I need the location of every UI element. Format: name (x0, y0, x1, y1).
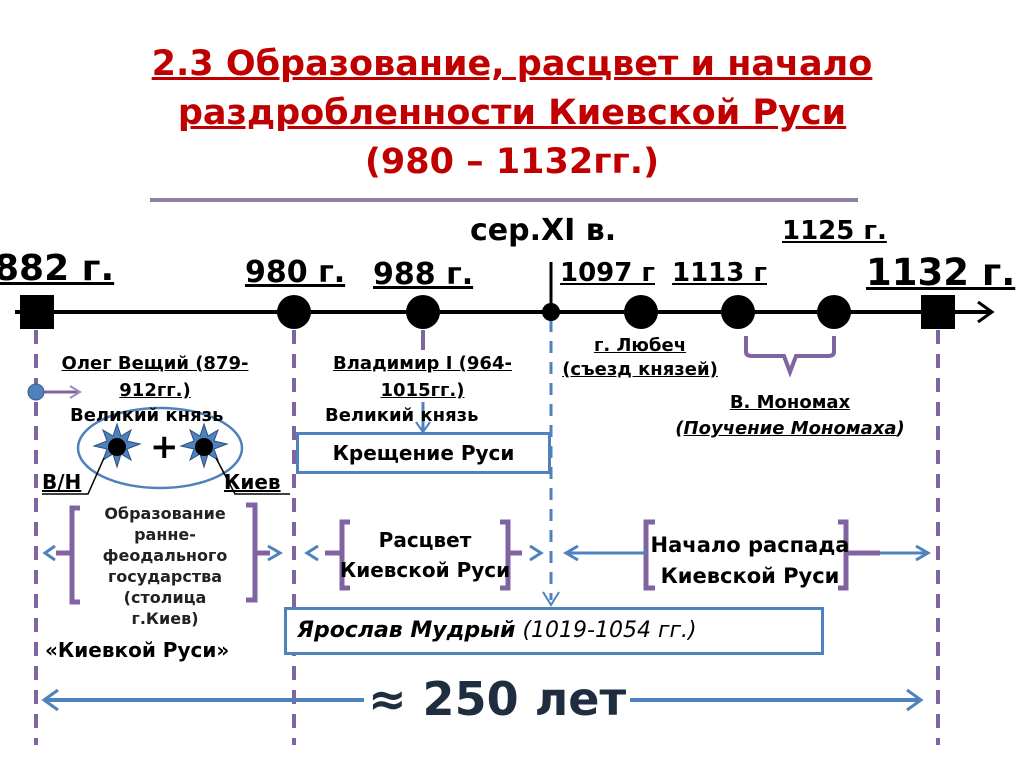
monomakh-brace (744, 336, 836, 378)
axis-arrow-icon (977, 300, 995, 324)
vladimir-name-line-2: 1015гг.) (380, 380, 465, 401)
period-1-text: Образование ранне-феодального государства (… (82, 503, 248, 629)
monomakh-name: В. Мономах (729, 392, 851, 413)
monomakh-work: (Поучение Мономаха) (640, 416, 940, 442)
plus-sign: + (150, 427, 179, 467)
lubech-line-1: г. Любеч (593, 335, 687, 356)
arrow-right-icon (906, 688, 924, 712)
novgorod-leader-line (42, 457, 105, 495)
period-3-line-1: Начало распада (650, 533, 850, 557)
date-1132: 1132 г. (866, 251, 1016, 294)
marker-988 (406, 295, 440, 329)
star-icon (179, 422, 229, 469)
lubech-label: г. Любеч (съезд князей) (540, 334, 740, 382)
period-arrows (42, 544, 931, 562)
date-1097: 1097 г (560, 258, 655, 288)
marker-882 (20, 295, 54, 329)
period-3-line-2: Киевской Руси (660, 564, 840, 588)
date-980: 980 г. (245, 255, 346, 290)
oleg-name-line-2: 912гг.) (119, 380, 191, 401)
span-label: ≈ 250 лет (364, 672, 631, 726)
oleg-title: Великий князь (70, 405, 224, 426)
paren-open: ( (675, 418, 684, 439)
oleg-name-line-1: Олег Вещий (879- (61, 353, 249, 374)
monomakh-label: В. Мономах (Поучение Мономаха) (640, 390, 940, 442)
vladimir-name: Владимир I (964- 1015гг.) (290, 350, 555, 404)
arrow-left-icon (41, 688, 59, 712)
yaroslav-box: Ярослав Мудрый (1019-1054 гг.) (284, 607, 824, 655)
paren-close: ) (896, 418, 905, 439)
yaroslav-years: (1019-1054 гг.) (515, 618, 697, 643)
lubech-line-2: (съезд князей) (562, 359, 718, 380)
baptism-box: Крещение Руси (296, 432, 551, 474)
kiev-label: Киев (224, 470, 281, 494)
date-1125: 1125 г. (782, 216, 887, 246)
marker-1097 (624, 295, 658, 329)
vladimir-title: Великий князь (325, 405, 479, 426)
arrow-right-icon (69, 385, 82, 399)
novgorod-label: В/Н (42, 470, 82, 494)
period-1-line: государства (107, 567, 223, 586)
period-1-line: Образование (104, 504, 226, 523)
mid-century-label: сер.XI в. (470, 213, 617, 248)
date-988: 988 г. (373, 257, 474, 292)
date-882: 882 г. (0, 248, 115, 289)
marker-1113 (721, 295, 755, 329)
yaroslav-name: Ярослав Мудрый (297, 618, 516, 643)
period-brackets (56, 502, 880, 605)
star-icon (92, 422, 142, 469)
arrow-down-icon (542, 591, 560, 607)
union-ellipse (76, 406, 244, 490)
marker-1132 (921, 295, 955, 329)
marker-1125 (817, 295, 851, 329)
period-1-caption: «Киевкой Руси» (45, 638, 230, 662)
marker-mid (542, 303, 560, 321)
period-1-line: ранне- (134, 525, 196, 544)
date-1113: 1113 г (672, 258, 767, 288)
title-line-3: (980 – 1132гг.) (364, 142, 660, 182)
period-1-line: феодального (102, 546, 228, 565)
vladimir-name-line-1: Владимир I (964- (333, 353, 512, 374)
kiev-leader-line (215, 457, 290, 495)
period-1-line: (столица (123, 588, 207, 607)
oleg-name: Олег Вещий (879- 912гг.) (44, 350, 266, 404)
title-line-2: раздробленности Киевской Руси (177, 93, 847, 133)
period-2-line-2: Киевской Руси (339, 558, 511, 582)
period-2-line-1: Расцвет (378, 528, 472, 552)
slide-title: 2.3 Образование, расцвет и начало раздро… (0, 40, 1024, 187)
title-line-1: 2.3 Образование, расцвет и начало (151, 44, 873, 84)
period-1-line: г.Киев) (131, 609, 199, 628)
monomakh-work-title: Поучение Мономаха (683, 418, 897, 439)
marker-980 (277, 295, 311, 329)
oleg-pointer-dot (27, 383, 45, 401)
